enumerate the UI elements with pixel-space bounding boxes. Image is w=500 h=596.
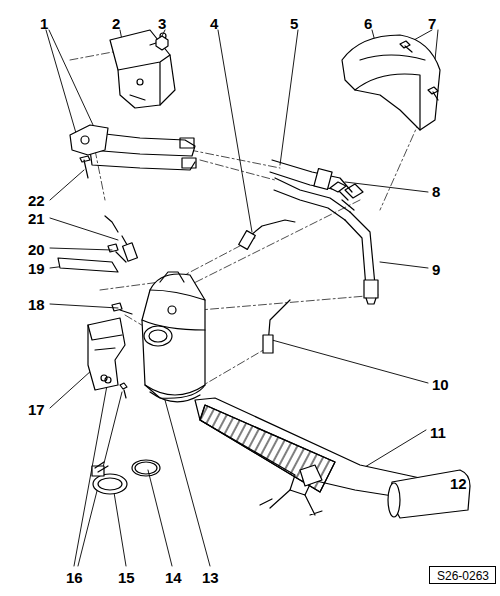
reference-box: S26-0263 — [429, 566, 496, 584]
callout-number: 14 — [165, 570, 182, 585]
callout-number: 21 — [28, 211, 45, 226]
callout-number: 15 — [118, 570, 135, 585]
callout-number: 8 — [432, 184, 440, 199]
callout-number: 18 — [28, 297, 45, 312]
callout-number: 1 — [40, 16, 48, 31]
callout-number: 20 — [28, 242, 45, 257]
callout-number: 17 — [28, 402, 45, 417]
callout-number: 12 — [450, 476, 467, 491]
callout-number: 6 — [364, 16, 372, 31]
callout-number: 2 — [112, 16, 120, 31]
callout-number: 4 — [210, 16, 218, 31]
callout-number: 9 — [432, 262, 440, 277]
callout-number: 19 — [28, 261, 45, 276]
callout-number: 13 — [202, 570, 219, 585]
reference-code: S26-0263 — [437, 570, 488, 582]
callout-number: 10 — [432, 377, 449, 392]
callout-number: 3 — [158, 16, 166, 31]
callout-number: 11 — [430, 425, 446, 440]
callout-number: 7 — [428, 16, 436, 31]
callout-number: 22 — [28, 193, 45, 208]
callout-number: 16 — [66, 570, 83, 585]
callout-number: 5 — [290, 16, 298, 31]
